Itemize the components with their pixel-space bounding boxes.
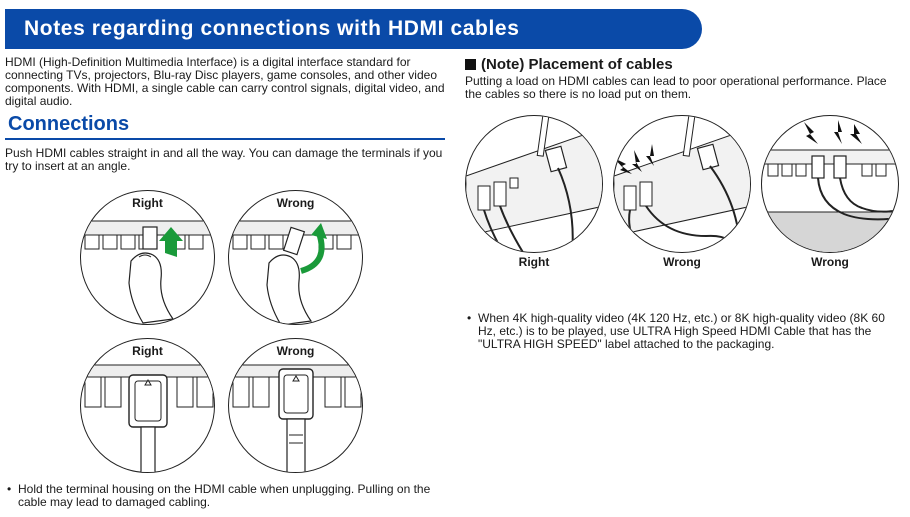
- label-placement-right: Right: [518, 255, 550, 269]
- page-banner: Notes regarding connections with HDMI ca…: [5, 9, 702, 49]
- placement-heading-text: (Note) Placement of cables: [481, 56, 673, 73]
- illustration-right-top: [80, 190, 215, 325]
- connections-bullet-text: Hold the terminal housing on the HDMI ca…: [18, 482, 431, 509]
- lightning-stress-icon: [614, 144, 654, 174]
- connections-paragraph: Push HDMI cables straight in and all the…: [5, 146, 443, 173]
- placement-heading: (Note) Placement of cables: [465, 56, 905, 73]
- label-right-top: Right: [132, 196, 163, 210]
- left-column: HDMI (High-Definition Multimedia Interfa…: [5, 56, 445, 173]
- right-column: (Note) Placement of cables Putting a loa…: [465, 56, 905, 101]
- illustration-placement-wrong-2: [761, 115, 899, 253]
- illustration-wrong-bottom: [228, 338, 363, 473]
- intro-paragraph: HDMI (High-Definition Multimedia Interfa…: [5, 55, 445, 108]
- placement-bullet-text: When 4K high-quality video (4K 120 Hz, e…: [478, 311, 885, 351]
- placement-bullet: • When 4K high-quality video (4K 120 Hz,…: [465, 312, 905, 351]
- label-placement-wrong-2: Wrong: [811, 255, 849, 269]
- illustration-placement-right: [465, 115, 603, 253]
- placement-paragraph: Putting a load on HDMI cables can lead t…: [465, 74, 887, 101]
- illustration-wrong-top: [228, 190, 363, 325]
- label-wrong-top: Wrong: [276, 196, 315, 210]
- lightning-stress-icon: [804, 120, 862, 144]
- black-square-icon: [465, 59, 476, 70]
- label-wrong-bottom: Wrong: [276, 344, 315, 358]
- illustration-right-bottom: [80, 338, 215, 473]
- curved-arrow-icon: [300, 223, 327, 274]
- connections-heading: Connections: [5, 113, 445, 140]
- bullet-marker: •: [467, 311, 472, 325]
- label-right-bottom: Right: [132, 344, 163, 358]
- connections-bullet: • Hold the terminal housing on the HDMI …: [5, 483, 445, 509]
- label-placement-wrong-1: Wrong: [663, 255, 701, 269]
- illustration-placement-wrong-1: [613, 115, 751, 253]
- bullet-marker: •: [7, 482, 12, 496]
- straight-up-arrow-icon: [159, 227, 183, 257]
